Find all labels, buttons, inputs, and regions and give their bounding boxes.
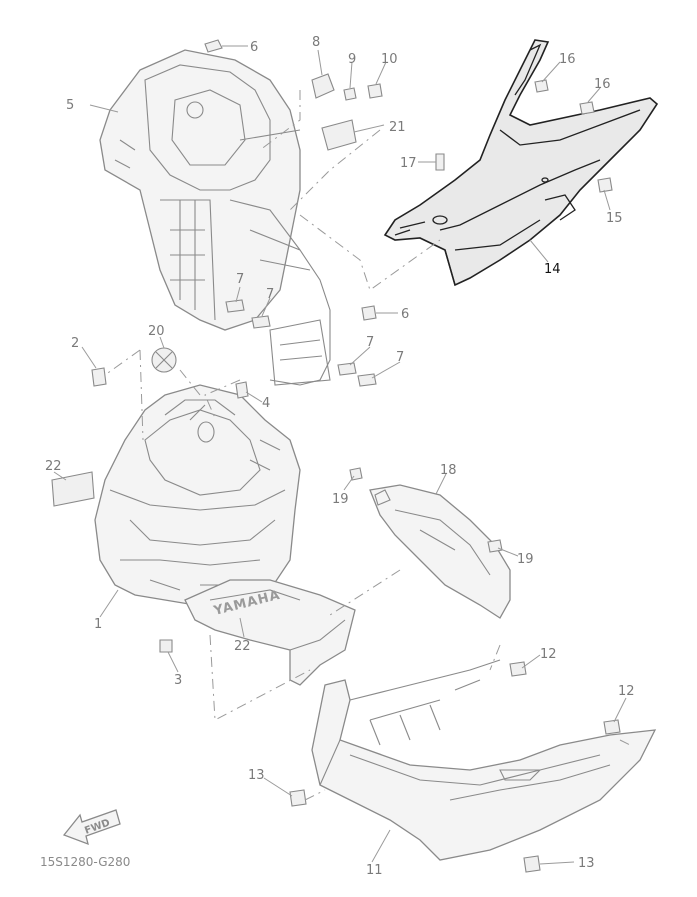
callouts: 6 5 8 9 10 21 16 16 17 15 14 6 7 7 7 7 2…: [45, 35, 635, 878]
center-cover-part-14: [383, 39, 659, 287]
nut-12a: [509, 661, 527, 677]
callout-4: 4: [262, 396, 270, 411]
callout-22: 22: [234, 639, 251, 654]
nut-4: [235, 381, 249, 399]
callout-8: 8: [312, 35, 320, 50]
callout-17: 17: [400, 156, 417, 171]
nut-19b: [487, 539, 503, 553]
leader-lines: [53, 45, 627, 865]
callout-22: 22: [45, 459, 62, 474]
clip-8: [311, 73, 335, 99]
callout-1: 1: [94, 617, 102, 632]
nut-16a: [534, 79, 549, 93]
bolt-2: [91, 367, 107, 387]
callout-6: 6: [250, 40, 258, 55]
callout-10: 10: [381, 52, 398, 67]
screw-17: [435, 153, 445, 171]
callout-18: 18: [440, 463, 457, 478]
callout-15: 15: [606, 211, 623, 226]
figure-code: 15S1280-G280: [40, 855, 130, 869]
nut-16b: [579, 101, 595, 115]
callout-13: 13: [578, 856, 595, 871]
callout-11: 11: [366, 863, 383, 878]
callout-7: 7: [366, 335, 374, 350]
callout-19: 19: [332, 492, 349, 507]
callout-20: 20: [148, 324, 165, 339]
nut-12b: [603, 719, 621, 735]
callout-7: 7: [236, 272, 244, 287]
inner-panel-part-5: [99, 49, 331, 386]
callout-21: 21: [389, 120, 406, 135]
callout-12: 12: [618, 684, 635, 699]
screw-10: [367, 83, 383, 99]
forward-arrow-icon: FWD: [62, 809, 121, 846]
callout-16: 16: [559, 52, 576, 67]
callout-9: 9: [348, 52, 356, 67]
callout-2: 2: [71, 336, 79, 351]
nut-9: [343, 87, 357, 101]
callout-12: 12: [540, 647, 557, 662]
nut-7d: [357, 373, 377, 387]
bolt-6b: [361, 305, 377, 321]
nut-7c: [337, 362, 357, 376]
nut-19a: [349, 467, 363, 481]
callout-3: 3: [174, 673, 182, 688]
screw-13a: [289, 789, 307, 807]
screw-3: [159, 639, 173, 653]
grommet-15: [597, 177, 613, 193]
under-cover-part-11: [311, 659, 657, 861]
screw-13b: [523, 855, 541, 873]
callout-7: 7: [396, 350, 404, 365]
nut-7b: [251, 315, 271, 329]
bolt-6a: [204, 39, 223, 53]
callout-5: 5: [66, 98, 74, 113]
front-lower-cover-part-22: YAMAHA: [184, 579, 356, 686]
label-22: [51, 471, 95, 507]
callout-6: 6: [401, 307, 409, 322]
callout-7: 7: [266, 287, 274, 302]
front-cover-part-1: [94, 384, 301, 606]
small-fasteners: [51, 39, 621, 873]
label-21: [321, 119, 357, 151]
alignment-lines: [104, 90, 631, 801]
callout-14: 14: [544, 262, 561, 277]
callout-13: 13: [248, 768, 265, 783]
side-cover-part-18: [369, 484, 511, 619]
callout-19: 19: [517, 552, 534, 567]
nut-7a: [225, 299, 245, 313]
callout-16: 16: [594, 77, 611, 92]
